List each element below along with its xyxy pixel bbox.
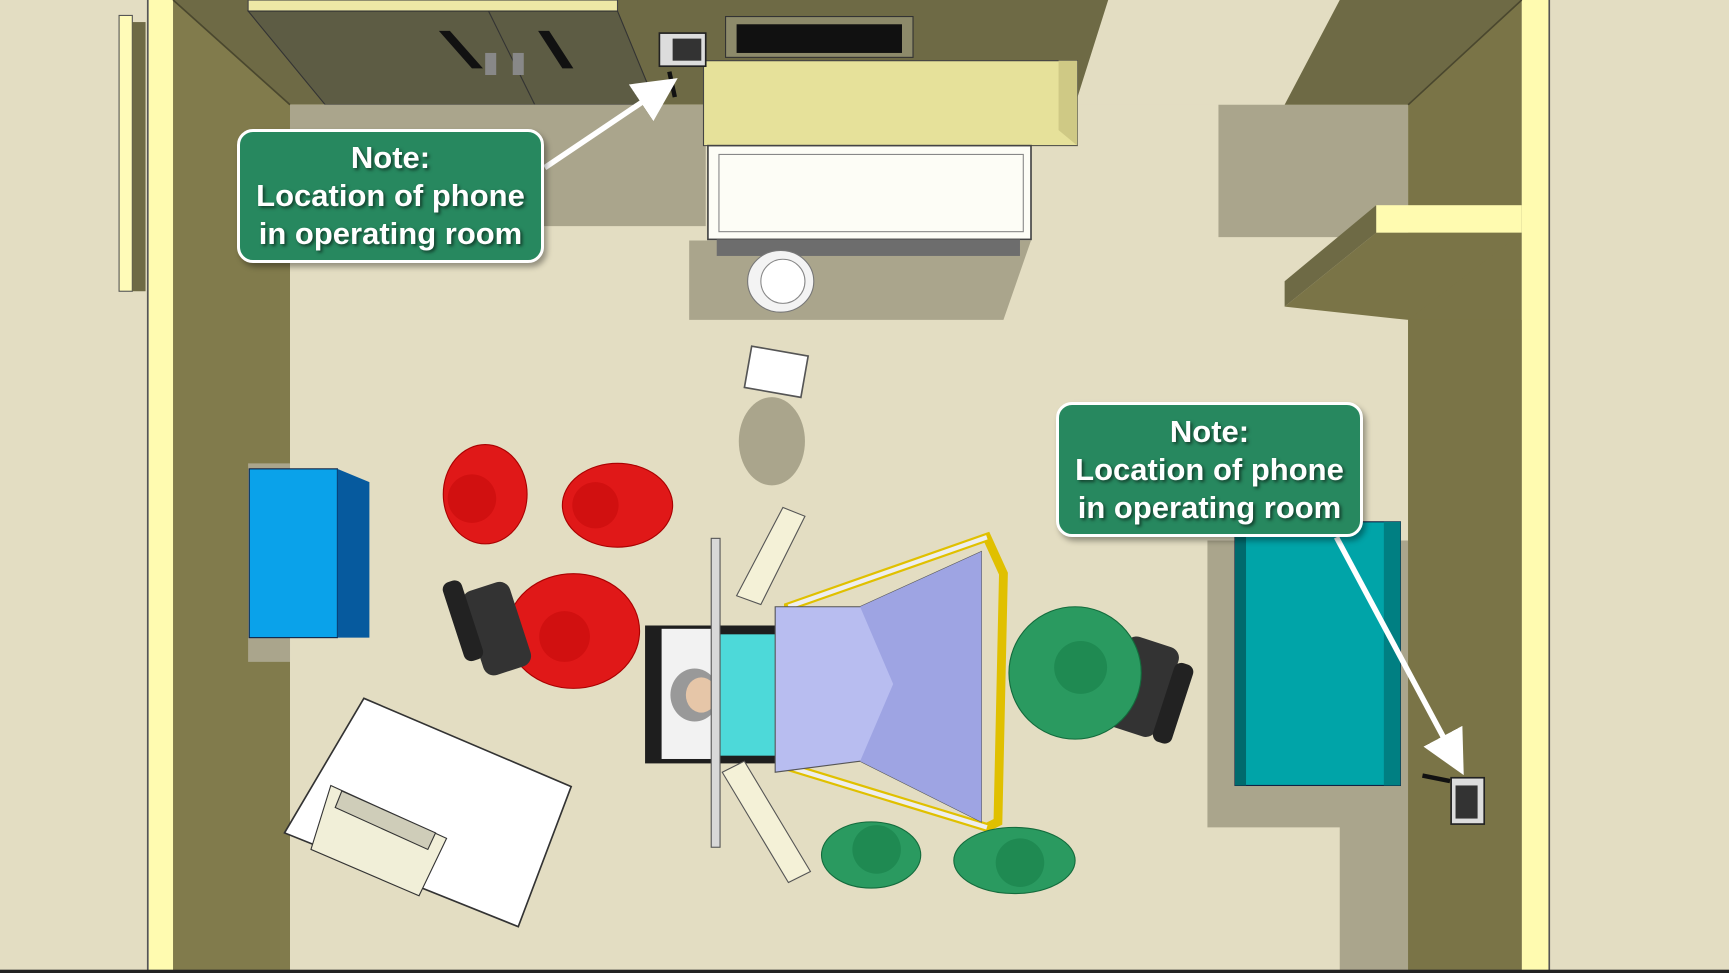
arrow-icon <box>1336 537 1453 756</box>
callout-line-1: Location of phone <box>1075 451 1344 487</box>
arrow-icon <box>545 90 660 168</box>
callout-phone-top: Note: Location of phone in operating roo… <box>237 129 544 263</box>
callout-line-2: in operating room <box>1077 489 1342 525</box>
callout-title: Note: <box>1169 413 1250 449</box>
phone-icon <box>1423 775 1483 825</box>
callout-line-2: in operating room <box>258 216 523 251</box>
phone-icon <box>659 33 706 99</box>
callout-title: Note: <box>350 140 431 175</box>
callout-line-1: Location of phone <box>256 178 525 213</box>
callout-phone-right: Note: Location of phone in operating roo… <box>1056 402 1363 537</box>
